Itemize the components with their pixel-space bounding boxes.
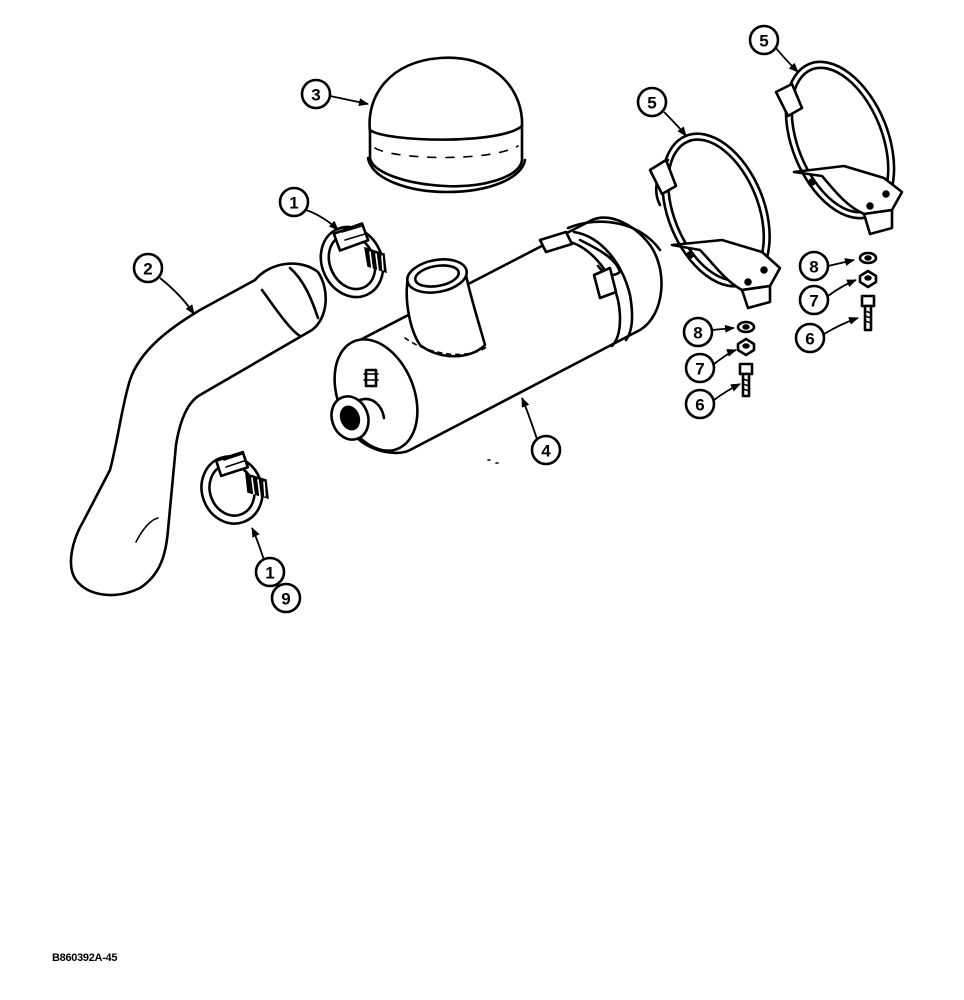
callout-6-front: 6: [684, 388, 716, 420]
part-air-cleaner: [330, 216, 663, 464]
part-mounting-band-rear: [774, 60, 904, 236]
callout-4-label: 4: [541, 442, 551, 461]
part-mounting-band-front: [648, 132, 782, 310]
callout-1-lower-label: 1: [265, 564, 274, 583]
callout-1-upper: 1: [278, 186, 310, 218]
part-clamp-upper: [319, 222, 387, 299]
callout-6-rear-label: 6: [805, 330, 814, 349]
callout-9-label: 9: [281, 590, 290, 609]
part-hose: [69, 262, 328, 597]
part-cap: [366, 56, 527, 194]
callout-8-rear: 8: [798, 250, 830, 282]
callout-2: 2: [132, 252, 164, 284]
part-clamp-lower: [200, 450, 269, 525]
callout-5-rear: 5: [748, 24, 780, 56]
callout-5-rear-label: 5: [759, 32, 768, 51]
callout-7-rear: 7: [798, 284, 830, 316]
callout-2-label: 2: [143, 260, 152, 279]
callout-8-front-label: 8: [693, 324, 702, 343]
callout-9: 9: [270, 582, 302, 614]
callout-6-front-label: 6: [695, 396, 704, 415]
callout-1-lower: 1: [254, 556, 286, 588]
callout-7-front-label: 7: [695, 360, 704, 379]
callout-5-front-label: 5: [647, 94, 656, 113]
callouts: 3 1 2 4 5 5 8 7: [132, 24, 830, 614]
callout-8-front: 8: [682, 316, 714, 348]
leader-lines: [159, 47, 859, 561]
callout-3-label: 3: [311, 86, 320, 105]
callout-6-rear: 6: [794, 322, 826, 354]
callout-8-rear-label: 8: [809, 258, 818, 277]
callout-4: 4: [530, 434, 562, 466]
hardware-front-stack: [736, 320, 756, 398]
callout-5-front: 5: [636, 86, 668, 118]
figure-id: B860392A-45: [52, 952, 118, 964]
callout-7-rear-label: 7: [809, 292, 818, 311]
callout-1-upper-label: 1: [289, 194, 298, 213]
callout-7-front: 7: [684, 352, 716, 384]
hardware-rear-stack: [858, 251, 878, 332]
callout-3: 3: [300, 78, 332, 110]
